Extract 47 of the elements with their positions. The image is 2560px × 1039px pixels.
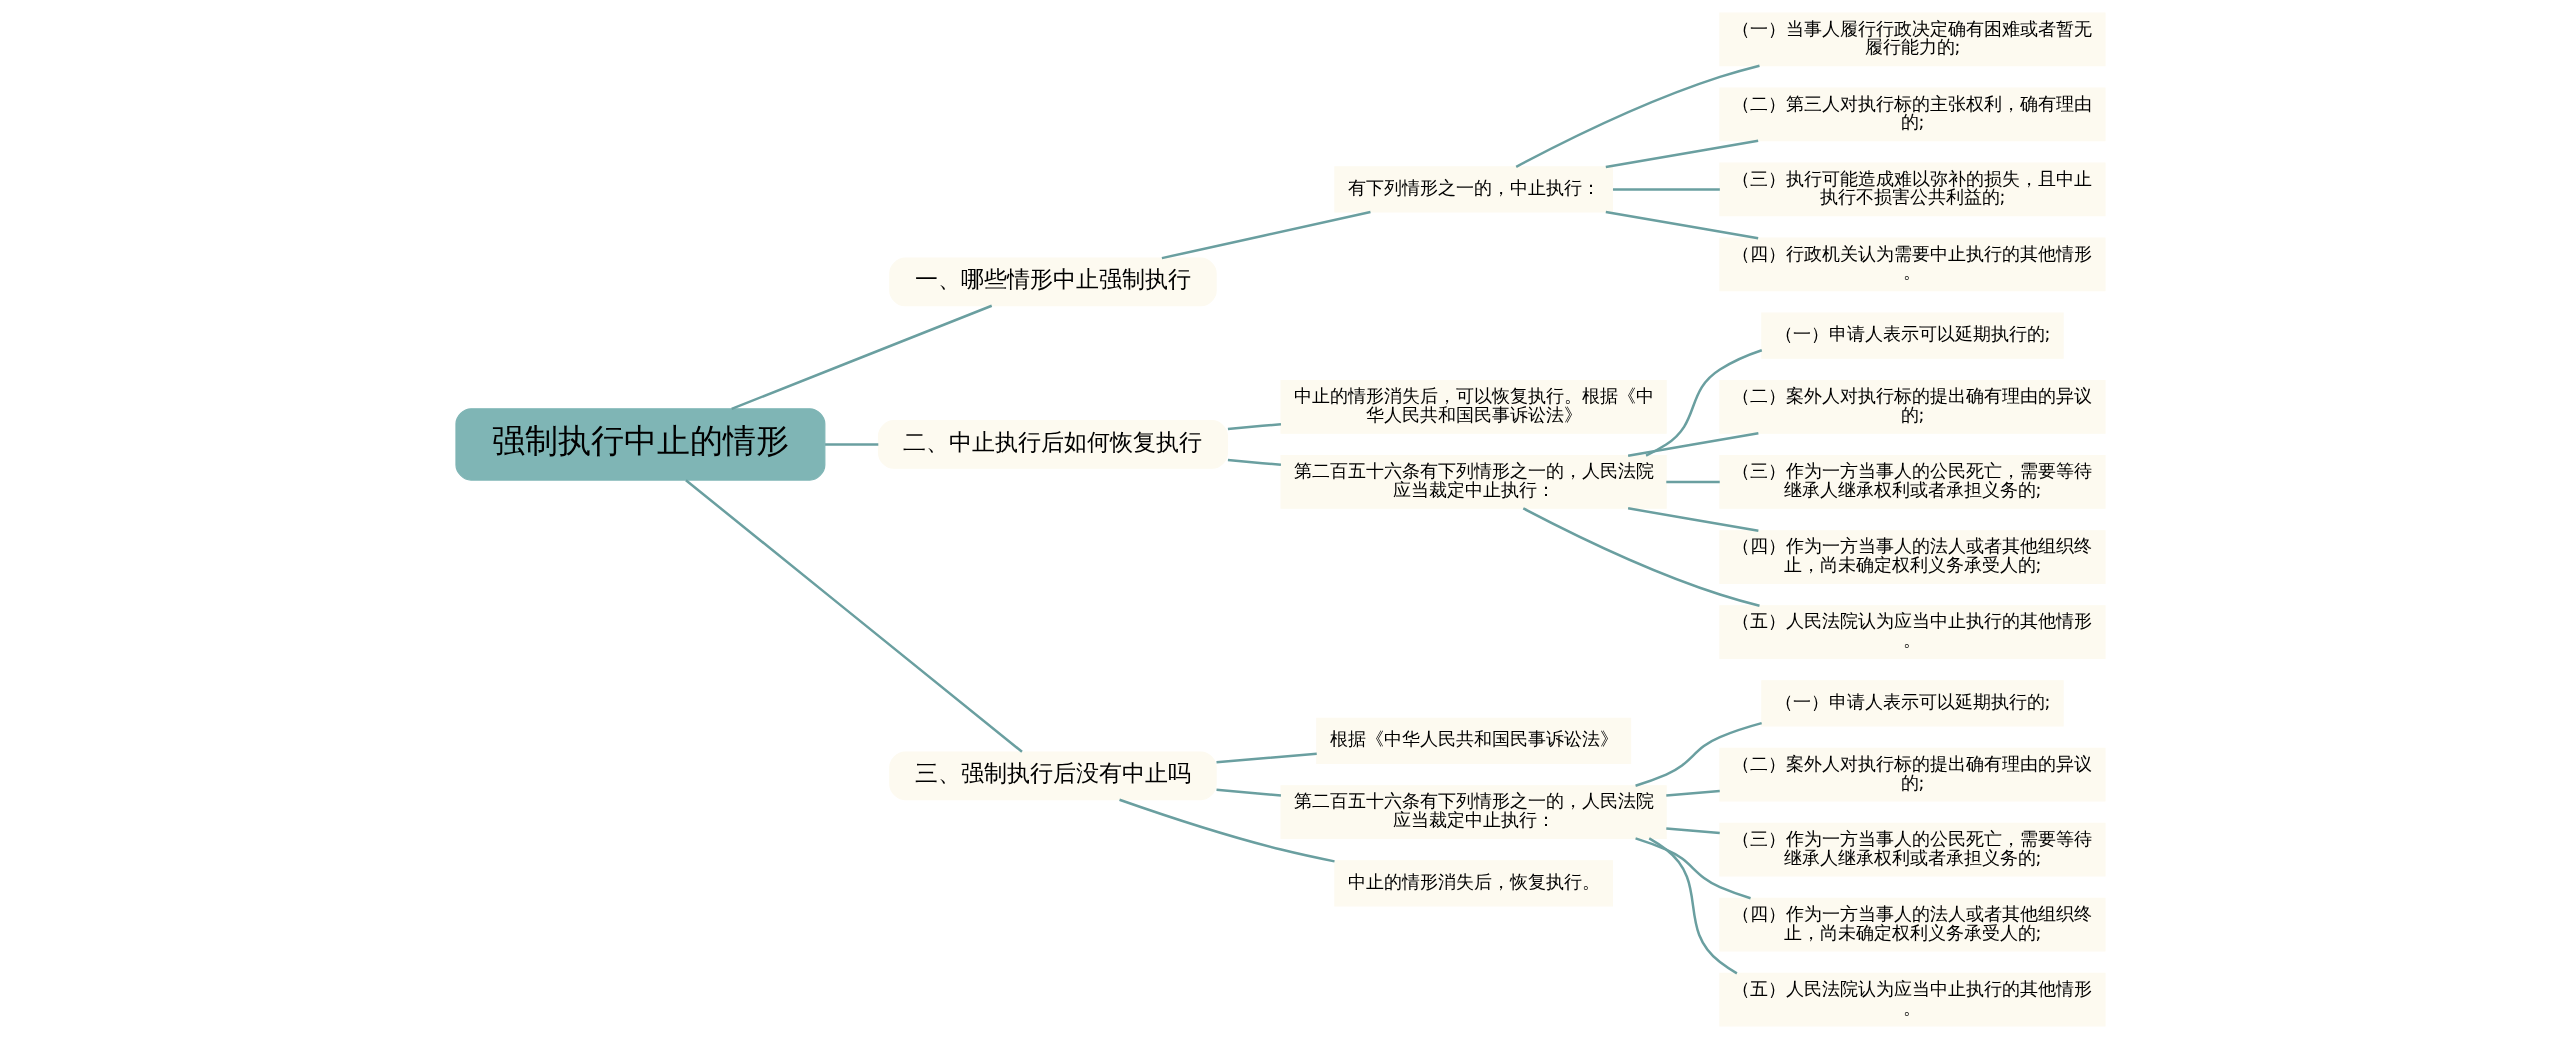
node-box: （三）作为一方当事人的公民死亡，需要等待继承人继承权利或者承担义务的;	[1718, 822, 2106, 877]
connector	[1161, 210, 1371, 260]
connector	[1515, 64, 1760, 168]
connector	[824, 443, 878, 446]
connector	[1634, 837, 1751, 900]
node-box: 第二百五十六条有下列情形之一的，人民法院应当裁定中止执行：	[1280, 785, 1667, 839]
node-box: （三）作为一方当事人的公民死亡，需要等待继承人继承权利或者承担义务的;	[1718, 455, 2106, 509]
node-box: （一）申请人表示可以延期执行的;	[1760, 312, 2064, 359]
connector	[684, 479, 1023, 753]
node-box: （四）作为一方当事人的法人或者其他组织终止，尚未确定权利义务承受人的;	[1718, 897, 2106, 952]
connector	[1215, 788, 1281, 797]
node-box: （五）人民法院认为应当中止执行的其他情形。	[1718, 972, 2106, 1027]
connector	[1215, 752, 1317, 764]
node-box: 中止的情形消失后，可以恢复执行。根据《中华人民共和国民事诉讼法》	[1280, 380, 1667, 434]
node-box: 第二百五十六条有下列情形之一的，人民法院应当裁定中止执行：	[1280, 455, 1667, 509]
connector	[1118, 798, 1335, 863]
node-box: 根据《中华人民共和国民事诉讼法》	[1315, 717, 1631, 764]
node-box: （一）当事人履行行政决定确有困难或者暂无履行能力的;	[1718, 12, 2106, 67]
node-box: 二、中止执行后如何恢复执行	[877, 420, 1228, 469]
node-box: （二）第三人对执行标的主张权利，确有理由的;	[1718, 87, 2106, 142]
connector	[1605, 139, 1758, 169]
connector	[1648, 837, 1737, 975]
node-box: （四）行政机关认为需要中止执行的其他情形。	[1718, 237, 2106, 292]
connector	[1522, 507, 1760, 607]
connector	[1645, 349, 1762, 457]
node-box: （一）申请人表示可以延期执行的;	[1760, 680, 2064, 727]
node-box: （四）作为一方当事人的法人或者其他组织终止，尚未确定权利义务承受人的;	[1718, 530, 2106, 584]
connector	[1227, 458, 1281, 467]
connector	[730, 304, 992, 410]
connector	[1227, 422, 1281, 431]
node-box: 有下列情形之一的，中止执行：	[1333, 166, 1613, 213]
node-box: （三）执行可能造成难以弥补的损失，且中止执行不损害公共利益的;	[1718, 162, 2106, 217]
node-box: （二）案外人对执行标的提出确有理由的异议的;	[1718, 380, 2106, 434]
connector	[1627, 432, 1759, 457]
node-box: （二）案外人对执行标的提出确有理由的异议的;	[1718, 747, 2106, 802]
node-box: （五）人民法院认为应当中止执行的其他情形。	[1718, 605, 2106, 659]
connector	[1665, 480, 1720, 484]
connector	[1627, 507, 1759, 532]
connector	[1612, 188, 1720, 191]
connector	[1665, 789, 1720, 797]
node-box: 一、哪些情形中止强制执行	[888, 257, 1217, 307]
node-box: 强制执行中止的情形	[454, 408, 825, 481]
connector	[1665, 827, 1720, 835]
connector	[1634, 721, 1762, 787]
connector	[1605, 210, 1758, 240]
node-box: 三、强制执行后没有中止吗	[888, 751, 1217, 801]
node-box: 中止的情形消失后，恢复执行。	[1333, 860, 1613, 907]
